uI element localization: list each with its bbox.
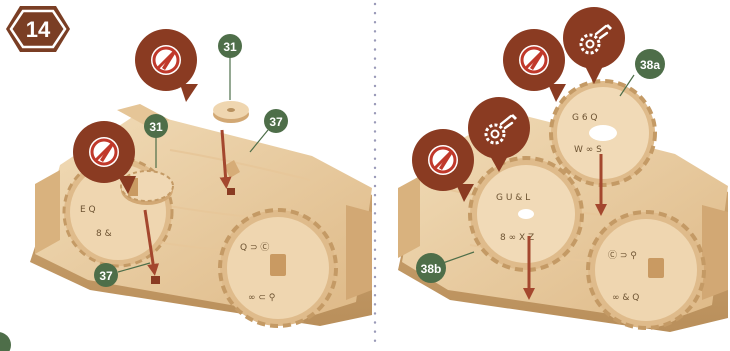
step-number: 14 bbox=[26, 17, 51, 42]
no-glue-callout-top: no-glue-icon bbox=[135, 29, 198, 102]
gear-glyph: Ⓒ ⊃ ⚲ bbox=[608, 250, 637, 261]
part-number: 37 bbox=[99, 269, 113, 283]
gear-glyph: E Q bbox=[80, 205, 96, 215]
part-label-37-right: 37 bbox=[264, 109, 288, 133]
no-glue-callout-right-top bbox=[503, 29, 566, 102]
cropped-marker bbox=[0, 332, 11, 351]
part-number: 38a bbox=[640, 58, 660, 72]
gear-glyph: G 6 Q bbox=[572, 113, 598, 123]
right-panel: Ⓒ ⊃ ⚲ ∞ & Q G U & L 8 ∞ X Z G 6 Q W ∞ S bbox=[398, 7, 728, 332]
gear-glyph: ∞ ⊂ ⚲ bbox=[248, 293, 276, 303]
step-badge: 14 bbox=[6, 6, 70, 52]
gear-glyph: ∞ & Q bbox=[612, 293, 639, 303]
gear-glyph: Q ⊃ Ⓒ bbox=[240, 242, 269, 253]
part-label-31-top: 31 bbox=[218, 34, 242, 58]
gear-right-base: Q ⊃ Ⓒ ∞ ⊂ ⚲ bbox=[220, 210, 336, 326]
part-label-38b: 38b bbox=[416, 253, 446, 283]
part-number: 31 bbox=[149, 120, 163, 134]
gear-right-board: Ⓒ ⊃ ⚲ ∞ & Q bbox=[588, 212, 704, 328]
sanding-callout-top: sanding-gear-icon bbox=[563, 7, 625, 84]
hole-marker bbox=[151, 276, 160, 284]
gear-part-38a: G 6 Q W ∞ S bbox=[551, 81, 655, 185]
gear-glyph: W ∞ S bbox=[574, 145, 602, 155]
part-number: 31 bbox=[223, 40, 237, 54]
part-label-31-mid: 31 bbox=[144, 114, 168, 138]
part-number: 37 bbox=[269, 115, 283, 129]
gear-part-38b: G U & L 8 ∞ X Z bbox=[470, 158, 582, 270]
part-number: 38b bbox=[421, 262, 442, 276]
washer-part-31 bbox=[213, 101, 249, 123]
part-label-38a: 38a bbox=[635, 49, 665, 79]
gear-glyph: G U & L bbox=[496, 193, 530, 203]
left-panel: E Q 8 & Q ⊃ Ⓒ ∞ ⊂ ⚲ bbox=[0, 29, 372, 351]
part-label-37-bottom: 37 bbox=[94, 263, 118, 287]
gear-glyph: 8 & bbox=[96, 229, 112, 239]
